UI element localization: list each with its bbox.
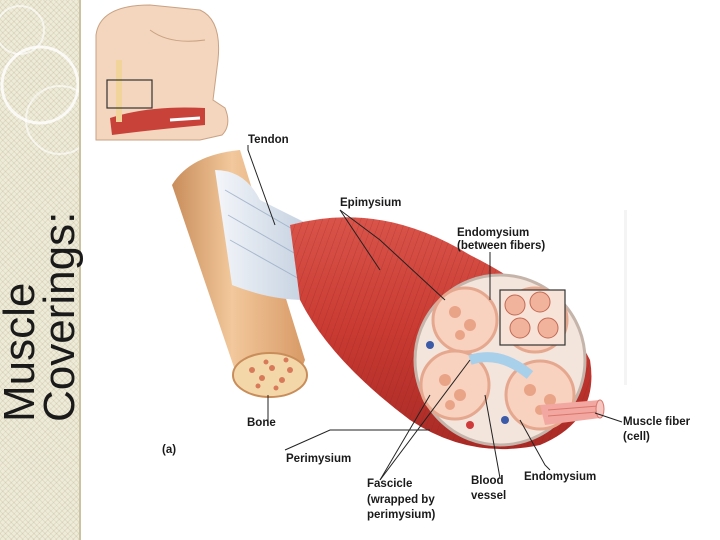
label-blood-vessel-2: vessel: [471, 490, 506, 502]
label-perimysium: Perimysium: [286, 453, 351, 465]
label-fascicle-3: perimysium): [367, 509, 436, 521]
inset-highlight-box: [106, 79, 153, 109]
label-endomysium-top-2: (between fibers): [457, 240, 545, 252]
label-muscle-fiber-1: Muscle fiber: [623, 416, 691, 428]
label-fascicle-2: (wrapped by: [367, 494, 435, 506]
arm-inset: [95, 4, 229, 141]
label-muscle-fiber-2: (cell): [623, 431, 650, 443]
decorative-side-band: [0, 0, 79, 540]
leader-lines: [247, 145, 623, 481]
label-endomysium-bottom: Endomysium: [524, 471, 596, 483]
side-divider: [79, 0, 81, 540]
label-fascicle-1: Fascicle: [367, 478, 412, 490]
label-blood-vessel-1: Blood: [471, 475, 504, 487]
panel-label: (a): [162, 444, 176, 456]
label-epimysium: Epimysium: [340, 197, 401, 209]
decorative-edge: [624, 210, 627, 385]
label-tendon: Tendon: [248, 134, 289, 146]
label-bone: Bone: [247, 417, 276, 429]
label-endomysium-top-1: Endomysium: [457, 227, 529, 239]
decorative-circles: [0, 5, 79, 155]
